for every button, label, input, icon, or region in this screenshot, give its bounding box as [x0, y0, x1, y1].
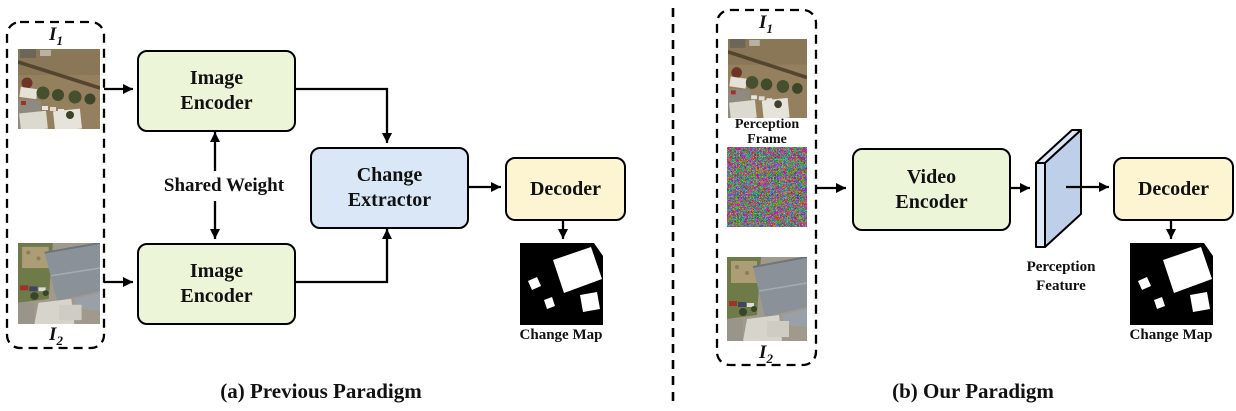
video-encoder-label: Video Encoder — [895, 165, 968, 213]
perception-feature-slab — [1035, 129, 1082, 248]
input-label-i2-a: I2 — [49, 324, 63, 348]
aerial-image-t2-a — [18, 243, 100, 324]
change-map-label-b: Change Map — [1129, 327, 1213, 343]
decoder-box-b: Decoder — [1113, 157, 1234, 221]
change-map-image-a — [520, 243, 603, 325]
arrow-encoder-bottom-to-extractor — [292, 229, 392, 284]
change-map-label-a: Change Map — [519, 327, 603, 343]
aerial-image-t2-b — [727, 257, 807, 341]
input-label-i1-b: I1 — [759, 12, 773, 36]
change-map-image-b — [1130, 243, 1213, 325]
image-encoder-top-box: Image Encoder — [137, 50, 296, 132]
decoder-box-a: Decoder — [505, 157, 626, 221]
aerial-image-t1-a — [18, 49, 100, 129]
shared-weight-label: Shared Weight — [163, 175, 285, 196]
image-encoder-top-label: Image Encoder — [180, 67, 253, 114]
input-group-box-b — [715, 8, 818, 367]
perception-frame-noise-image — [727, 147, 807, 227]
decoder-label-b: Decoder — [1137, 177, 1210, 200]
perception-frame-label: Perception Frame — [734, 117, 800, 147]
decoder-label-a: Decoder — [529, 177, 602, 200]
image-encoder-bottom-box: Image Encoder — [137, 243, 296, 325]
change-extractor-label: Change Extractor — [347, 164, 432, 211]
video-encoder-box: Video Encoder — [852, 148, 1011, 231]
change-extractor-box: Change Extractor — [310, 147, 469, 229]
caption-panel-b: (b) Our Paradigm — [892, 379, 1054, 403]
aerial-image-t1-b — [728, 39, 807, 118]
input-group-box-a — [5, 20, 106, 350]
caption-panel-a: (a) Previous Paradigm — [220, 379, 422, 403]
arrow-encoder-top-to-extractor — [292, 87, 392, 143]
input-label-i1-a: I1 — [49, 24, 63, 48]
perception-feature-label: Perception Feature — [1026, 259, 1096, 294]
input-label-i2-b: I2 — [759, 342, 773, 366]
image-encoder-bottom-label: Image Encoder — [180, 260, 253, 307]
arrows-panel-a — [104, 84, 568, 287]
